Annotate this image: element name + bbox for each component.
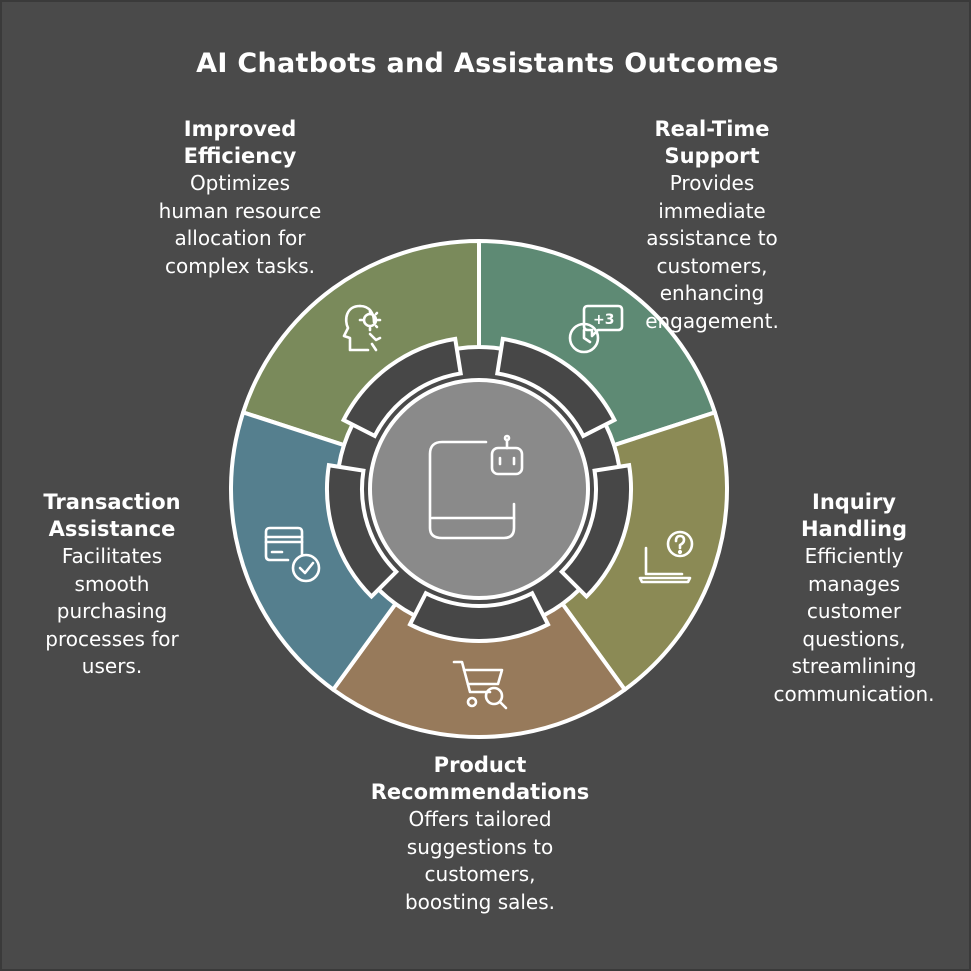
label-desc-line: Facilitates bbox=[61, 544, 163, 568]
label-title-line: Assistance bbox=[48, 517, 176, 541]
inner-arc-inquiry bbox=[558, 462, 633, 600]
label-desc-line: questions, bbox=[802, 626, 906, 651]
label-desc-line: human resource bbox=[158, 198, 322, 223]
inner-arc-efficiency bbox=[340, 336, 463, 439]
label-desc-line: boosting sales. bbox=[404, 889, 556, 914]
label-desc-lines: Offers tailored suggestions to customers… bbox=[350, 806, 610, 916]
hub-circle bbox=[368, 378, 590, 600]
label-desc-line: manages bbox=[807, 571, 901, 596]
label-title-line: Efficiency bbox=[183, 144, 297, 168]
label-title-lines: Inquiry Handling bbox=[754, 489, 954, 543]
label-title-line: Product bbox=[433, 753, 527, 777]
label-title-lines: Transaction Assistance bbox=[12, 489, 212, 543]
label-title-lines: Real-Time Support bbox=[612, 116, 812, 170]
label-title-line: Real-Time bbox=[654, 117, 770, 141]
label-product-recommendations: Product Recommendations Offers tailored … bbox=[350, 752, 610, 916]
label-title-lines: Product Recommendations bbox=[350, 752, 610, 806]
label-desc-line: enhancing bbox=[659, 281, 765, 305]
label-desc-line: smooth bbox=[74, 571, 150, 596]
chatbot-device-icon bbox=[428, 434, 524, 540]
label-desc-line: customers, bbox=[656, 253, 768, 278]
label-desc-line: customers, bbox=[424, 862, 536, 886]
label-desc-line: communication. bbox=[773, 681, 935, 706]
label-desc-line: users. bbox=[81, 654, 143, 678]
inner-arc-transaction bbox=[325, 462, 400, 600]
label-desc-line: purchasing bbox=[56, 599, 168, 623]
chat-clock-icon: +3 bbox=[568, 304, 624, 354]
label-desc-lines: Optimizes human resource allocation for … bbox=[140, 170, 340, 280]
label-desc-line: Offers tailored bbox=[408, 807, 552, 831]
gear-head-icon bbox=[342, 304, 382, 352]
label-transaction-assistance: Transaction Assistance Facilitates smoot… bbox=[12, 489, 212, 681]
inner-arc-support bbox=[495, 336, 618, 439]
label-desc-line: processes for bbox=[45, 626, 179, 651]
label-desc-line: immediate bbox=[658, 198, 766, 223]
label-title-lines: Improved Efficiency bbox=[140, 116, 340, 170]
label-title-line: Inquiry bbox=[812, 490, 896, 514]
label-desc-line: engagement. bbox=[645, 308, 779, 333]
label-title-line: Support bbox=[664, 144, 760, 168]
label-desc-line: Provides bbox=[669, 171, 755, 195]
label-desc-line: Efficiently bbox=[804, 544, 904, 568]
card-check-icon bbox=[264, 526, 321, 583]
label-title-line: Handling bbox=[800, 517, 908, 541]
label-desc-lines: Efficiently manages customer questions, … bbox=[754, 543, 954, 708]
inner-arc-recommendations bbox=[407, 590, 551, 643]
label-desc-line: assistance to bbox=[646, 226, 778, 250]
laptop-question-icon bbox=[638, 530, 694, 584]
label-desc-line: suggestions to bbox=[406, 834, 554, 859]
label-improved-efficiency: Improved Efficiency Optimizes human reso… bbox=[140, 116, 340, 280]
label-inquiry-handling: Inquiry Handling Efficiently manages cus… bbox=[754, 489, 954, 708]
diagram-title: AI Chatbots and Assistants Outcomes bbox=[196, 48, 779, 79]
label-desc-lines: Facilitates smooth purchasing processes … bbox=[12, 543, 212, 681]
svg-text:+3: +3 bbox=[593, 312, 614, 328]
label-desc-line: Optimizes bbox=[189, 171, 291, 195]
label-title-line: Improved bbox=[183, 117, 297, 141]
label-desc-line: allocation for bbox=[174, 226, 306, 250]
label-title-line: Transaction bbox=[43, 490, 181, 514]
label-desc-lines: Provides immediate assistance to custome… bbox=[612, 170, 812, 335]
label-desc-line: complex tasks. bbox=[165, 253, 315, 278]
label-desc-line: streamlining bbox=[791, 654, 917, 678]
cart-search-icon bbox=[452, 660, 508, 710]
label-desc-line: customer bbox=[806, 599, 902, 623]
label-real-time-support: Real-Time Support Provides immediate ass… bbox=[612, 116, 812, 335]
label-title-line: Recommendations bbox=[370, 780, 590, 804]
